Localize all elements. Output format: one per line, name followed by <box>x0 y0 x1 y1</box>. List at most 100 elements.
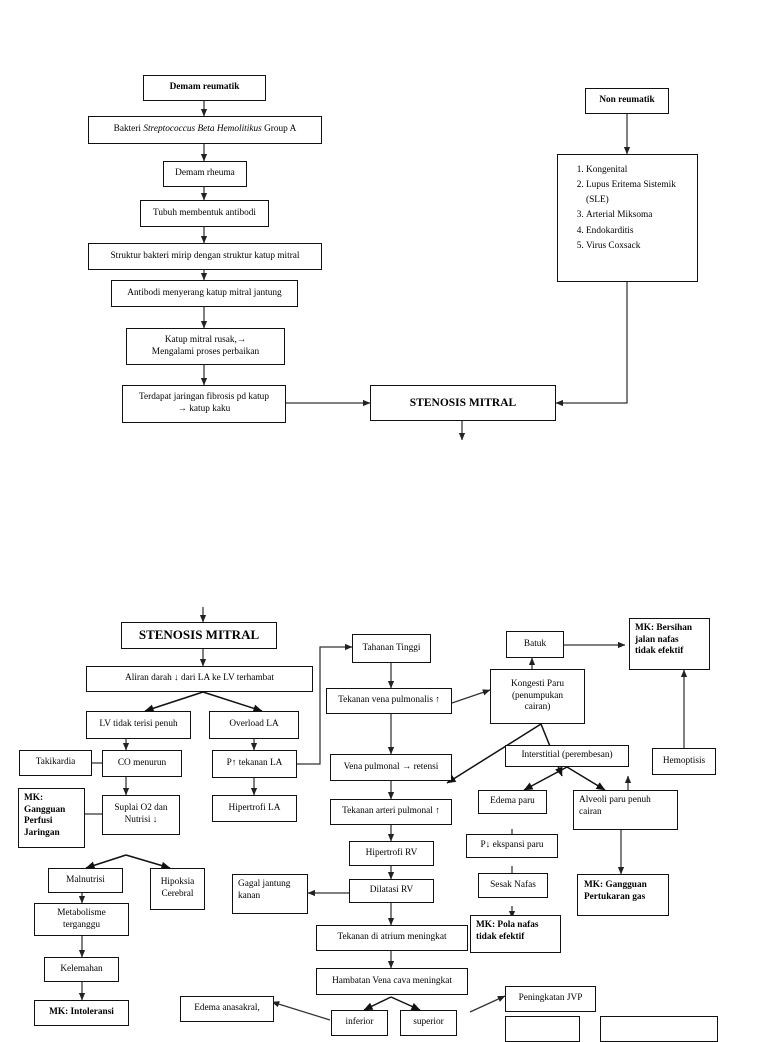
node-dilatasi-rv[interactable]: Dilatasi RV <box>349 879 434 903</box>
node-tekanan-vena-pulmonalis[interactable]: Tekanan vena pulmonalis ↑ <box>326 688 452 714</box>
node-label: MK: Intoleransi <box>49 1007 114 1018</box>
node-label: Hemoptisis <box>662 755 706 766</box>
node-tubuh-membentuk-antibodi[interactable]: Tubuh membentuk antibodi <box>140 200 269 227</box>
node-label: Hipoksia Cerebral <box>155 877 200 900</box>
node-label: Gagal jantung kanan <box>238 879 302 902</box>
node-label-line2: Nutrisi ↓ <box>124 815 158 825</box>
node-label: Struktur bakteri mirip dengan struktur k… <box>110 250 300 261</box>
node-label-line1: Hipoksia <box>160 877 195 888</box>
node-label: Sesak Nafas <box>490 879 536 890</box>
node-hipertrofi-la[interactable]: Hipertrofi LA <box>212 795 297 822</box>
node-demam-reumatik[interactable]: Demam reumatik <box>143 75 266 101</box>
node-label: MK: Gangguan Pertukaran gas <box>584 880 662 903</box>
node-mk-intoleransi[interactable]: MK: Intoleransi <box>34 1000 129 1026</box>
node-mk-bersihan-jalan-nafas[interactable]: MK: Bersihan jalan nafas tidak efektif <box>629 618 710 670</box>
node-label: Katup mitral rusak,→ Mengalami proses pe… <box>131 335 280 358</box>
node-mk-gangguan-perfusi-jaringan[interactable]: MK: Gangguan Perfusi Jaringan <box>18 788 85 848</box>
node-label: Edema paru <box>490 796 535 807</box>
bakteri-species: Streptococcus Beta Hemolitikus <box>143 124 262 135</box>
node-lv-tidak-terisi-penuh[interactable]: LV tidak terisi penuh <box>86 711 191 739</box>
node-peningkatan-jvp[interactable]: Peningkatan JVP <box>505 986 596 1012</box>
node-metabolisme-terganggu[interactable]: Metabolisme terganggu <box>34 903 129 936</box>
node-label-line3: Perfusi <box>24 816 53 827</box>
node-suplai-o2-nutrisi[interactable]: Suplai O2 dan Nutrisi ↓ <box>102 795 180 835</box>
node-kongesti-paru[interactable]: Kongesti Paru (penumpukan cairan) <box>490 669 585 724</box>
list-item: Endokarditis <box>586 224 687 238</box>
node-malnutrisi[interactable]: Malnutrisi <box>48 868 123 893</box>
node-katup-mitral-rusak[interactable]: Katup mitral rusak,→ Mengalami proses pe… <box>126 328 285 365</box>
node-label-line2: → katup kaku <box>177 404 231 414</box>
node-bakteri-streptococcus[interactable]: Bakteri Streptococcus Beta Hemolitikus G… <box>88 116 322 144</box>
node-bottom-right-b[interactable] <box>600 1016 718 1042</box>
node-label-line2: Gangguan <box>24 804 66 815</box>
node-alveoli-paru-penuh-cairan[interactable]: Alveoli paru penuh cairan <box>573 790 678 830</box>
node-non-reumatik-list[interactable]: Kongenital Lupus Eritema Sistemik (SLE) … <box>557 154 698 282</box>
node-sesak-nafas[interactable]: Sesak Nafas <box>478 873 548 898</box>
node-label-line1: Alveoli paru penuh <box>579 795 651 805</box>
node-jaringan-fibrosis[interactable]: Terdapat jaringan fibrosis pd katup → ka… <box>122 385 286 423</box>
node-demam-rheuma[interactable]: Demam rheuma <box>163 161 247 187</box>
node-hipoksia-cerebral[interactable]: Hipoksia Cerebral <box>150 868 205 910</box>
node-label-line2: Pertukaran gas <box>584 891 646 902</box>
node-hemoptisis[interactable]: Hemoptisis <box>652 748 716 775</box>
node-label: Demam reumatik <box>169 82 240 93</box>
node-label: P↓ ekspansi paru <box>480 840 544 851</box>
node-mk-pola-nafas-tidak-efektif[interactable]: MK: Pola nafas tidak efektif <box>470 915 561 953</box>
node-vena-pulmonal-retensi[interactable]: Vena pulmonal → retensi <box>330 754 452 781</box>
node-label: Metabolisme terganggu <box>39 908 124 931</box>
node-batuk[interactable]: Batuk <box>506 631 564 658</box>
node-label: Tekanan di atrium meningkat <box>337 932 447 943</box>
node-stenosis-mitral-top[interactable]: STENOSIS MITRAL <box>370 385 556 421</box>
node-edema-paru[interactable]: Edema paru <box>478 790 547 814</box>
node-label: inferior <box>345 1017 374 1028</box>
node-label-line4: Jaringan <box>24 827 60 838</box>
node-label: Dilatasi RV <box>369 885 414 896</box>
node-label: P↑ tekanan LA <box>226 758 283 769</box>
node-inferior[interactable]: inferior <box>331 1010 388 1036</box>
node-label-line2: Cerebral <box>161 889 194 899</box>
node-label: Overload LA <box>229 719 279 730</box>
node-p-ekspansi-paru[interactable]: P↓ ekspansi paru <box>466 834 558 858</box>
list-item: Kongenital <box>586 163 687 177</box>
node-non-reumatik[interactable]: Non reumatik <box>585 88 669 114</box>
node-stenosis-mitral-bottom[interactable]: STENOSIS MITRAL <box>121 622 277 649</box>
node-co-menurun[interactable]: CO menurun <box>102 750 182 777</box>
node-p-tekanan-la[interactable]: P↑ tekanan LA <box>212 750 297 778</box>
node-label: MK: Pola nafas tidak efektif <box>476 920 555 943</box>
node-label-line3: tidak efektif <box>635 646 684 657</box>
node-edema-anasakral[interactable]: Edema anasakral, <box>180 996 274 1022</box>
node-hipertrofi-rv[interactable]: Hipertrofi RV <box>349 841 434 866</box>
node-label: Hipertrofi LA <box>228 802 281 813</box>
node-label-line1: Kongesti Paru <box>511 679 564 690</box>
node-hambatan-vena-cava[interactable]: Hambatan Vena cava meningkat <box>316 968 468 995</box>
node-label: Vena pulmonal → retensi <box>343 761 439 772</box>
node-label-line1: MK: Pola nafas <box>476 920 539 930</box>
node-takikardia[interactable]: Takikardia <box>19 750 92 776</box>
node-label: Interstitial (perembesan) <box>521 750 613 761</box>
node-tekanan-arteri-pulmonal[interactable]: Tekanan arteri pulmonal ↑ <box>330 799 452 825</box>
node-gagal-jantung-kanan[interactable]: Gagal jantung kanan <box>232 874 308 914</box>
list-item: Lupus Eritema Sistemik (SLE) <box>586 178 687 207</box>
node-label: Tubuh membentuk antibodi <box>153 207 256 218</box>
node-label: superior <box>413 1017 444 1028</box>
node-tekanan-atrium-meningkat[interactable]: Tekanan di atrium meningkat <box>316 925 468 951</box>
node-kelemahan[interactable]: Kelemahan <box>44 957 119 982</box>
node-struktur-bakteri-mirip[interactable]: Struktur bakteri mirip dengan struktur k… <box>88 243 322 270</box>
node-label: Antibodi menyerang katup mitral jantung <box>127 287 282 298</box>
node-mk-gangguan-pertukaran-gas[interactable]: MK: Gangguan Pertukaran gas <box>577 874 669 916</box>
node-aliran-darah-terhambat[interactable]: Aliran darah ↓ dari LA ke LV terhambat <box>86 666 313 692</box>
node-label: Tahanan Tinggi <box>362 642 421 653</box>
node-label: Bakteri Streptococcus Beta Hemolitikus G… <box>93 124 317 136</box>
node-tahanan-tinggi[interactable]: Tahanan Tinggi <box>352 634 431 663</box>
node-overload-la[interactable]: Overload LA <box>209 711 299 739</box>
node-label: CO menurun <box>117 757 167 768</box>
node-label: Tekanan arteri pulmonal ↑ <box>342 806 440 817</box>
node-bottom-right-a[interactable] <box>505 1016 580 1042</box>
node-label-line1: Suplai O2 dan <box>114 803 168 814</box>
list-item: Virus Coxsack <box>586 239 687 253</box>
node-label: Demam rheuma <box>175 168 235 179</box>
node-superior[interactable]: superior <box>400 1010 457 1036</box>
node-label: Aliran darah ↓ dari LA ke LV terhambat <box>125 673 274 684</box>
node-interstitial-perembesan[interactable]: Interstitial (perembesan) <box>505 745 629 767</box>
node-antibodi-menyerang-katup[interactable]: Antibodi menyerang katup mitral jantung <box>111 280 298 307</box>
